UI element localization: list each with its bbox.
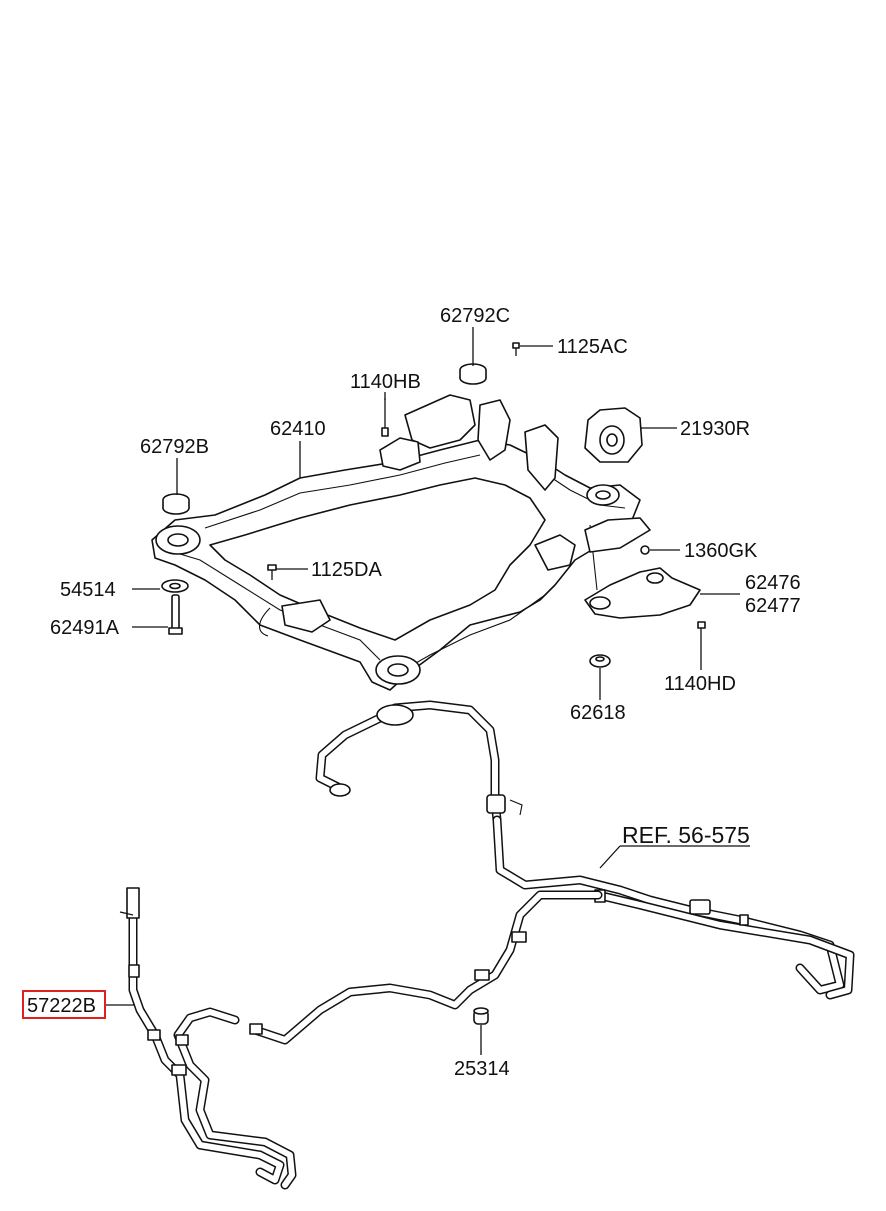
label-62477: 62477 xyxy=(745,595,801,617)
label-62491a: 62491A xyxy=(50,617,120,639)
return-hose-57222b[interactable] xyxy=(119,887,297,1190)
bolt-1125ac[interactable] xyxy=(512,342,520,356)
cooler-hose-lower[interactable] xyxy=(249,890,603,1045)
bolt-1140hb[interactable] xyxy=(381,398,389,437)
label-62476: 62476 xyxy=(745,572,801,594)
leader-lines xyxy=(106,327,750,1055)
label-62792c: 62792C xyxy=(440,305,510,327)
label-1125da: 1125DA xyxy=(311,559,382,581)
label-ref-56-575[interactable]: REF. 56-575 xyxy=(622,822,750,848)
label-21930r: 21930R xyxy=(680,418,750,440)
label-62792b: 62792B xyxy=(140,436,209,458)
nut-62618[interactable] xyxy=(589,654,611,668)
label-1140hd: 1140HD xyxy=(664,673,736,695)
label-62410: 62410 xyxy=(270,418,326,440)
bolt-1140hd[interactable] xyxy=(697,621,706,638)
label-62618: 62618 xyxy=(570,702,626,724)
label-1125ac: 1125AC xyxy=(557,336,628,358)
power-steering-hose-upper[interactable] xyxy=(315,700,523,825)
bolt-1125da[interactable] xyxy=(267,564,277,580)
bushing-62792b[interactable] xyxy=(162,493,190,515)
label-54514: 54514 xyxy=(60,579,116,601)
label-1360gk: 1360GK xyxy=(684,540,758,562)
label-1140hb: 1140HB xyxy=(350,371,421,393)
highlight-box-57222b xyxy=(22,990,106,1019)
bracket-62476-62477[interactable] xyxy=(584,517,701,619)
subframe-crossmember[interactable] xyxy=(151,394,641,691)
label-25314: 25314 xyxy=(454,1058,510,1080)
bushing-62792c[interactable] xyxy=(459,363,487,385)
bolt-62491a[interactable] xyxy=(168,594,183,635)
nut-1360gk[interactable] xyxy=(640,545,650,555)
washer-54514[interactable] xyxy=(161,579,189,593)
engine-mount-21930r[interactable] xyxy=(584,407,643,463)
clamp-25314[interactable] xyxy=(473,1007,489,1025)
label-57222b[interactable]: 57222B xyxy=(27,995,96,1017)
